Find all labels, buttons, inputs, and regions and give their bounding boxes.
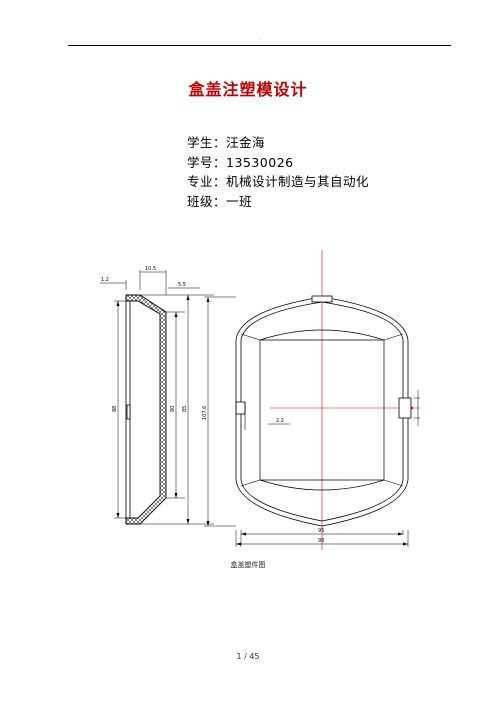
dim-side-height: 88	[112, 406, 118, 412]
side-section-view	[100, 270, 214, 525]
student-major: 专业：机械设计制造与其自动化	[187, 174, 370, 189]
dim-front-small: 2.2	[276, 418, 284, 424]
dim-thickness: 1.2	[101, 277, 109, 283]
student-name: 学生：汪金海	[187, 135, 266, 150]
document-title: 盒盖注塑模设计	[188, 80, 308, 99]
dim-front-height: 107.6	[202, 406, 208, 420]
dim-side-right: 85	[182, 406, 188, 412]
dim-front-inner-width: 95	[318, 528, 324, 534]
dim-lip: 5.5	[178, 282, 186, 288]
part-drawing: 1.2 10.5 5.5 88 80 85	[100, 250, 420, 550]
front-view	[204, 250, 420, 550]
dim-front-outer-width: 98	[318, 538, 324, 544]
student-info: 学生：汪金海 学号：13530026 专业：机械设计制造与其自动化 班级：一班	[187, 133, 369, 211]
figure-caption: 盒盖塑件图	[230, 561, 266, 569]
student-number: 学号：13530026	[187, 154, 294, 170]
student-class: 班级：一班	[187, 193, 253, 209]
header-dot: .	[258, 35, 260, 42]
dim-side-inner: 80	[170, 406, 176, 412]
header-rule	[68, 45, 451, 46]
page-number: 1 / 45	[236, 652, 260, 661]
dim-depth: 10.5	[145, 266, 156, 272]
